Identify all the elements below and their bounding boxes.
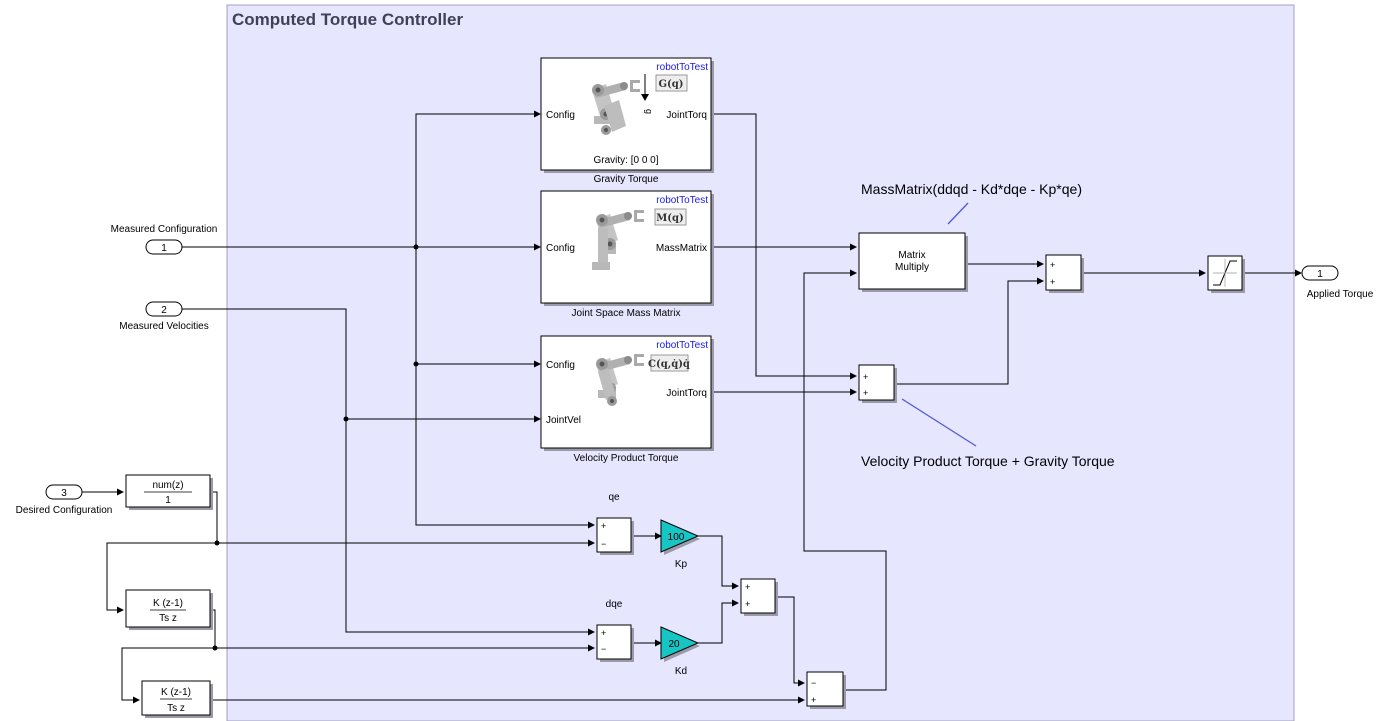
block-name: Joint Space Mass Matrix (572, 308, 681, 319)
svg-text:+: + (601, 628, 606, 638)
svg-text:Multiply: Multiply (895, 262, 929, 273)
robot-name: robotToTest (656, 340, 708, 351)
velocity-symbol: C(q,q̇)q̇ (648, 359, 690, 370)
svg-text:+: + (863, 372, 868, 382)
svg-text:g: g (644, 109, 654, 114)
inport-label: Measured Configuration (111, 224, 218, 235)
sum-pd[interactable]: + + (740, 578, 778, 616)
svg-text:1: 1 (161, 243, 167, 254)
gain-name: Kd (675, 666, 687, 677)
svg-text:−: − (811, 678, 816, 688)
sum-output[interactable]: + + (1045, 254, 1084, 293)
gain-kd-triangle (660, 626, 700, 660)
gravity-symbol: G(q) (659, 79, 684, 90)
mass-matrix-block[interactable]: robotToTest M(q) Config MassMatrix Joint… (540, 190, 714, 319)
gain-kd[interactable]: 20 Kd (660, 626, 700, 677)
sum-dqe[interactable]: + − dqe (596, 599, 634, 662)
port-config: Config (546, 110, 575, 121)
gain-kp-triangle (660, 519, 700, 553)
svg-text:+: + (1050, 277, 1055, 287)
block-name: Velocity Product Torque (574, 453, 679, 464)
velocity-product-block[interactable]: robotToTest C(q,q̇)q̇ Config JointVel Jo… (540, 335, 714, 464)
svg-text:−: − (601, 644, 606, 654)
sum-final[interactable]: − + (806, 671, 846, 709)
svg-text:+: + (1050, 260, 1055, 270)
block-name: Gravity Torque (594, 174, 659, 185)
annotation-mass-note: MassMatrix(ddqd - Kd*dqe - Kp*qe) (861, 181, 1082, 225)
svg-text:20: 20 (668, 639, 680, 650)
svg-text:3: 3 (61, 488, 67, 499)
svg-text:1: 1 (165, 495, 171, 506)
branch-points (212, 244, 419, 651)
annotation-pointer (901, 398, 977, 447)
inport-measured-configuration[interactable]: 1 Measured Configuration (111, 224, 218, 255)
svg-text:100: 100 (668, 532, 685, 543)
port-massmatrix: MassMatrix (656, 243, 707, 254)
sum-qe[interactable]: + − qe (596, 492, 634, 555)
svg-text:+: + (863, 388, 868, 398)
filter-block[interactable]: num(z) 1 (125, 474, 213, 510)
svg-text:2: 2 (161, 305, 167, 316)
outport-label: Applied Torque (1307, 289, 1374, 300)
svg-text:Velocity Product Torque + Grav: Velocity Product Torque + Gravity Torque (861, 453, 1115, 469)
svg-text:Ts z: Ts z (167, 703, 185, 714)
svg-text:+: + (745, 599, 750, 609)
svg-text:num(z): num(z) (152, 480, 183, 491)
derivative-block-2[interactable]: K (z-1) Ts z (141, 680, 213, 718)
mass-symbol: M(q) (656, 213, 684, 224)
matrix-multiply-block[interactable]: Matrix Multiply (858, 232, 968, 292)
svg-text:+: + (745, 582, 750, 592)
robot-name: robotToTest (656, 195, 708, 206)
svg-text:1: 1 (1317, 269, 1323, 280)
svg-text:Ts z: Ts z (159, 613, 177, 624)
port-jointvel: JointVel (546, 415, 581, 426)
derivative-block-1[interactable]: K (z-1) Ts z (125, 589, 213, 630)
inport-desired-configuration[interactable]: 3 Desired Configuration (16, 484, 113, 516)
sum-label: dqe (606, 599, 623, 610)
sum-gravity-velocity[interactable]: + + (858, 364, 897, 403)
svg-text:−: − (601, 539, 606, 549)
svg-text:+: + (601, 521, 606, 531)
saturation-block[interactable] (1207, 255, 1245, 293)
gain-kp[interactable]: 100 Kp (660, 519, 700, 570)
svg-text:MassMatrix(ddqd - Kd*dqe - Kp: MassMatrix(ddqd - Kd*dqe - Kp*qe) (861, 181, 1082, 197)
svg-text:Matrix: Matrix (898, 250, 925, 261)
inport-label: Desired Configuration (16, 505, 113, 516)
port-jointtorq: JointTorq (666, 110, 707, 121)
port-jointtorq: JointTorq (666, 388, 707, 399)
signal-lines (82, 110, 1302, 704)
gravity-torque-block[interactable]: robotToTest g G(q) Config JointTorq Grav… (540, 57, 714, 185)
sum-label: qe (608, 492, 620, 503)
port-config: Config (546, 360, 575, 371)
svg-text:+: + (811, 695, 816, 705)
inport-measured-velocities[interactable]: 2 Measured Velocities (119, 301, 209, 332)
svg-text:K (z-1): K (z-1) (153, 598, 183, 609)
robot-name: robotToTest (656, 62, 708, 73)
subsystem-title: Computed Torque Controller (232, 10, 463, 29)
annotation-pointer (947, 202, 969, 225)
outport-applied-torque[interactable]: 1 Applied Torque (1301, 265, 1374, 300)
inport-label: Measured Velocities (119, 321, 209, 332)
svg-text:K (z-1): K (z-1) (161, 687, 191, 698)
gravity-param: Gravity: [0 0 0] (593, 155, 658, 166)
annotation-torque-note: Velocity Product Torque + Gravity Torque (861, 398, 1115, 469)
robot-arm-icon (604, 100, 626, 132)
port-config: Config (546, 243, 575, 254)
gain-name: Kp (675, 559, 688, 570)
